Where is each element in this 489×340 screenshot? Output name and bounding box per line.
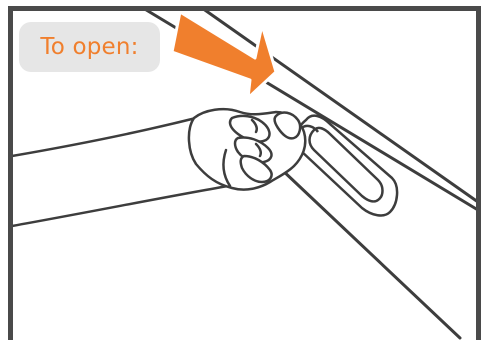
instruction-label: To open: <box>40 34 138 60</box>
instruction-label-badge: To open: <box>19 22 160 72</box>
